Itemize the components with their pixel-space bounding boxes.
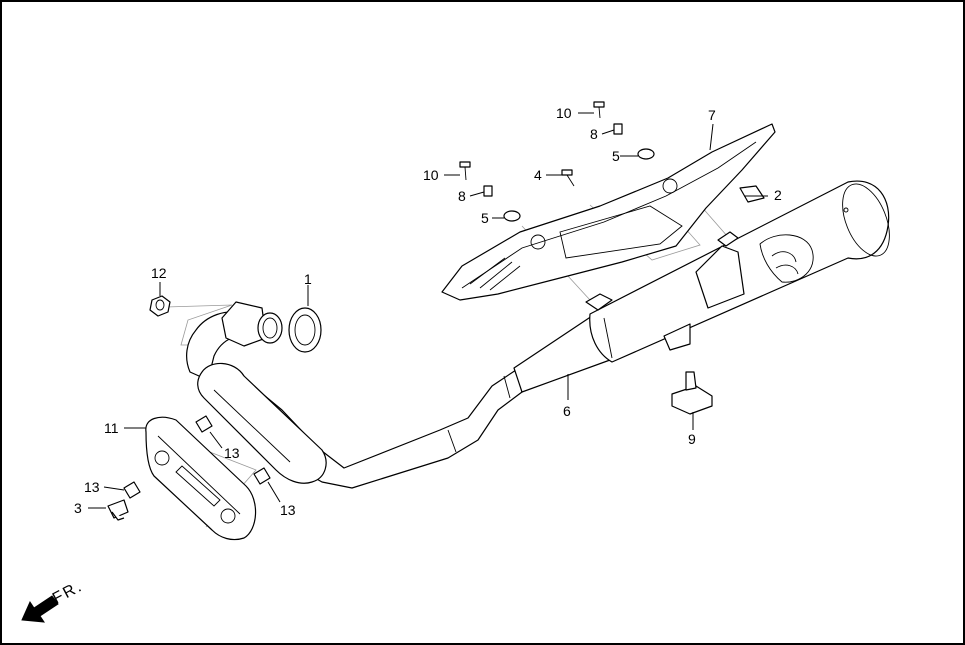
callout-2: 2 [774, 187, 782, 203]
callout-10a: 10 [556, 105, 572, 121]
callout-12: 12 [151, 265, 167, 281]
front-direction-indicator: FR. [21, 578, 86, 623]
callout-8a: 8 [590, 126, 598, 142]
callout-13b: 13 [280, 502, 296, 518]
callout-6: 6 [563, 403, 571, 419]
flange-nut-part-12 [149, 295, 171, 317]
callout-11: 11 [104, 420, 119, 436]
bolt-part-4 [561, 169, 575, 187]
callout-13c: 13 [84, 479, 100, 495]
callout-labels: 1 2 3 4 5 5 6 7 8 8 9 10 10 11 12 13 13 … [74, 105, 782, 518]
upper-hardware [593, 101, 655, 160]
callout-1: 1 [304, 271, 312, 287]
callout-5b: 5 [481, 210, 489, 226]
exhaust-manifold [186, 301, 327, 484]
front-direction-label: FR. [50, 578, 86, 608]
callout-5a: 5 [612, 148, 620, 164]
callout-3: 3 [74, 500, 82, 516]
manifold-protector-part-11 [145, 416, 257, 541]
lower-hardware [459, 161, 521, 222]
rubber-mount-part-9 [671, 371, 713, 415]
washers-part-13 [123, 415, 271, 499]
leader-lines [88, 112, 768, 509]
callout-13a: 13 [224, 445, 240, 461]
callout-8b: 8 [458, 188, 466, 204]
callout-9: 9 [688, 431, 696, 447]
heat-shield-part-7 [441, 123, 776, 301]
bolt-part-3 [107, 499, 129, 521]
callout-4: 4 [534, 167, 542, 183]
callout-10b: 10 [423, 167, 439, 183]
callout-7: 7 [708, 107, 716, 123]
muffler-part-6 [207, 180, 890, 489]
gasket-part-1 [288, 307, 322, 353]
clip-part-2 [739, 185, 765, 203]
front-arrow-icon [21, 595, 59, 623]
